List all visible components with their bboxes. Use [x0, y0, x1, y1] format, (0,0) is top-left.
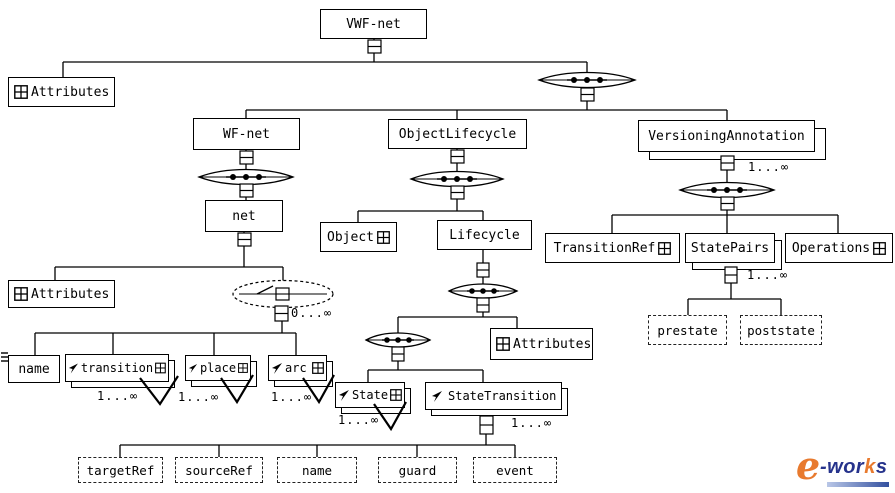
node-versioning-annotation[interactable]: VersioningAnnotation [638, 120, 815, 152]
attributes-grid-icon [14, 287, 28, 301]
node-arc[interactable]: arc [268, 355, 327, 381]
node-label: net [232, 208, 256, 224]
node-attributes-root[interactable]: Attributes [8, 77, 115, 107]
node-label: VWF-net [346, 16, 401, 32]
node-state-transition[interactable]: StateTransition [425, 382, 562, 410]
node-prestate[interactable]: prestate [648, 315, 727, 345]
reference-arrow-icon [338, 389, 349, 401]
node-label: sourceRef [185, 462, 253, 478]
node-label: place [199, 361, 237, 375]
node-label: TransitionRef [553, 240, 656, 256]
attributes-grid-icon [658, 241, 672, 255]
attributes-grid-icon [496, 337, 510, 351]
attributes-grid-icon [238, 363, 248, 373]
reference-arrow-icon [432, 390, 442, 402]
node-label: name [18, 361, 50, 377]
node-label: StatePairs [690, 240, 770, 256]
node-label: name [301, 462, 333, 478]
node-attributes-net[interactable]: Attributes [8, 280, 115, 308]
logo-e: e [796, 443, 821, 488]
attributes-grid-icon [873, 241, 887, 255]
logo-wordmark: -works [820, 456, 888, 478]
e-works-logo: e -works [796, 443, 895, 493]
node-name-net[interactable]: name [8, 355, 60, 383]
node-net[interactable]: net [205, 200, 283, 232]
node-source-ref[interactable]: sourceRef [175, 457, 263, 483]
attributes-grid-icon [155, 362, 166, 374]
reference-arrow-icon [272, 362, 282, 374]
node-label: Attributes [513, 336, 592, 352]
occurrence-label: 0...∞ [291, 306, 333, 320]
occurrence-label: 1...∞ [271, 390, 313, 404]
node-label: Operations [791, 240, 871, 256]
node-label: Attributes [31, 286, 110, 302]
node-vwf-net[interactable]: VWF-net [320, 9, 427, 39]
node-transition[interactable]: transition [65, 354, 169, 382]
node-label: ObjectLifecycle [398, 126, 517, 142]
node-name-st[interactable]: name [277, 457, 357, 483]
reference-arrow-icon [188, 363, 198, 373]
occurrence-label: 1...∞ [748, 160, 790, 174]
node-label: State [351, 388, 389, 402]
logo-underline-bar [827, 482, 889, 487]
node-label: WF-net [223, 126, 270, 142]
attributes-grid-icon [312, 362, 324, 374]
node-wf-net[interactable]: WF-net [193, 118, 300, 150]
node-event[interactable]: event [473, 457, 557, 483]
node-place[interactable]: place [185, 355, 251, 381]
node-transition-ref[interactable]: TransitionRef [545, 233, 680, 263]
occurrence-label: 1...∞ [747, 268, 789, 282]
node-label: transition [80, 361, 154, 375]
occurrence-label: 1...∞ [511, 416, 553, 430]
attributes-grid-icon [14, 85, 28, 99]
node-state[interactable]: State [335, 382, 405, 408]
node-label: prestate [657, 322, 718, 338]
node-label: Attributes [31, 84, 110, 100]
node-target-ref[interactable]: targetRef [78, 457, 163, 483]
node-state-pairs[interactable]: StatePairs [685, 233, 775, 263]
attributes-grid-icon [377, 230, 390, 244]
node-label: StateTransition [448, 389, 557, 403]
occurrence-label: 1...∞ [178, 390, 220, 404]
node-object[interactable]: Object [320, 222, 397, 252]
node-label: guard [398, 462, 437, 478]
node-label: arc [285, 361, 307, 375]
occurrence-label: 1...∞ [338, 413, 380, 427]
node-label: Lifecycle [449, 227, 520, 243]
node-attributes-lifecycle[interactable]: Attributes [490, 328, 593, 360]
node-guard[interactable]: guard [378, 457, 457, 483]
node-label: poststate [747, 322, 815, 338]
node-lifecycle[interactable]: Lifecycle [437, 220, 532, 250]
node-label: VersioningAnnotation [648, 128, 805, 144]
node-object-lifecycle[interactable]: ObjectLifecycle [388, 119, 527, 149]
node-poststate[interactable]: poststate [740, 315, 822, 345]
occurrence-label: 1...∞ [97, 389, 139, 403]
node-operations[interactable]: Operations [785, 233, 893, 263]
node-label: targetRef [86, 462, 155, 478]
attributes-grid-icon [390, 389, 402, 401]
node-label: Object [327, 229, 374, 245]
node-label: event [496, 462, 534, 478]
reference-arrow-icon [68, 363, 78, 373]
